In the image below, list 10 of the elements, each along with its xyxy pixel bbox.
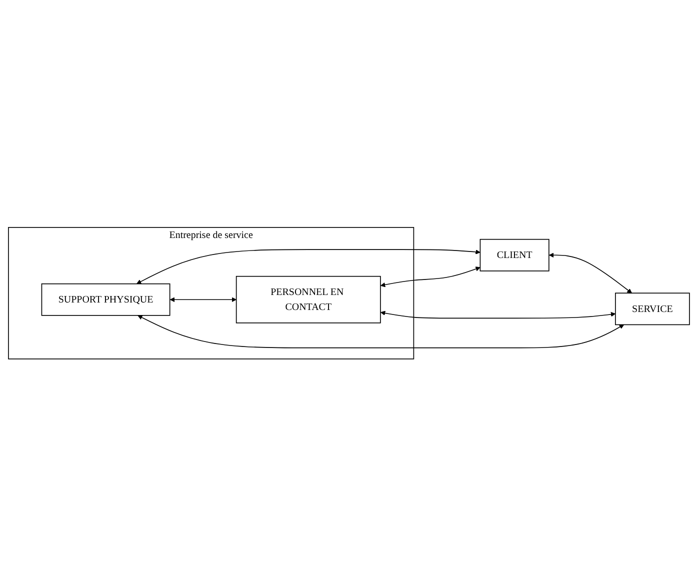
arrow — [138, 315, 624, 348]
node-box: SUPPORT PHYSIQUE — [41, 283, 170, 316]
node-box: CLIENT — [480, 238, 550, 272]
node-box: PERSONNEL EN CONTACT — [236, 276, 381, 324]
arrow — [170, 297, 237, 302]
arrow — [380, 310, 616, 318]
arrow — [548, 252, 632, 294]
node-box: SERVICE — [615, 292, 690, 325]
arrow — [380, 266, 480, 288]
arrow — [136, 249, 480, 284]
